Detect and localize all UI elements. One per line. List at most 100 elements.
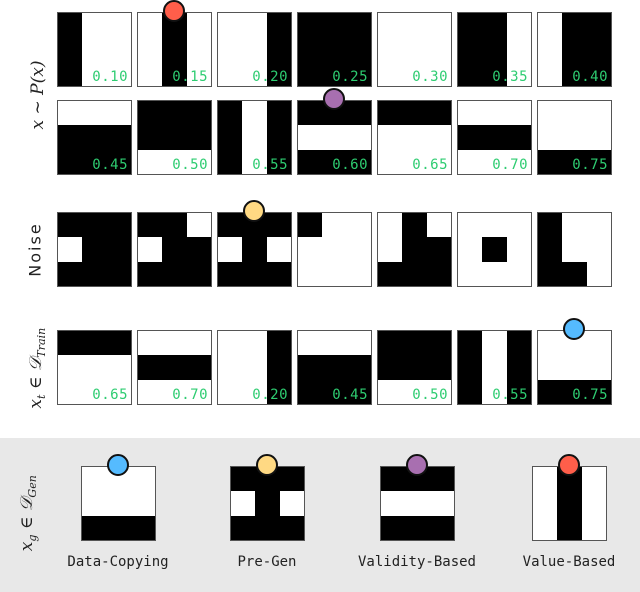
black-cell: [482, 237, 507, 262]
black-cell: [506, 331, 531, 356]
black-cell: [186, 261, 211, 286]
black-cell: [138, 125, 163, 150]
black-cell: [218, 125, 243, 150]
black-cell: [298, 213, 323, 238]
train-tile: 0.45: [297, 330, 372, 405]
value-label: 0.65: [92, 387, 128, 403]
value-label: 0.15: [172, 69, 208, 85]
black-cell: [586, 61, 611, 86]
black-cell: [266, 125, 291, 150]
distribution-tile: 0.50: [137, 100, 212, 175]
black-cell: [242, 261, 267, 286]
black-cell: [218, 261, 243, 286]
black-cell: [266, 213, 291, 238]
black-cell: [506, 125, 531, 150]
method-label: Pre-Gen: [237, 554, 297, 570]
black-cell: [298, 355, 323, 380]
distribution-tile: 0.75: [537, 100, 612, 175]
distribution-tile: 0.25: [297, 12, 372, 87]
black-cell: [346, 379, 371, 404]
generated-tile: [380, 466, 455, 541]
black-cell: [231, 467, 256, 492]
black-cell: [58, 331, 83, 356]
value-label: 0.30: [412, 69, 448, 85]
black-cell: [405, 515, 430, 540]
black-cell: [538, 213, 563, 238]
distribution-tile: 0.35: [457, 12, 532, 87]
black-cell: [506, 379, 531, 404]
black-cell: [82, 149, 107, 174]
value-label: 0.50: [412, 387, 448, 403]
method-label: Data-Copying: [67, 554, 169, 570]
black-cell: [402, 331, 427, 356]
black-cell: [322, 13, 347, 38]
generated-tile: [230, 466, 305, 541]
black-cell: [298, 101, 323, 126]
black-cell: [255, 515, 280, 540]
black-cell: [266, 101, 291, 126]
black-cell: [402, 213, 427, 238]
train-tile: 0.65: [57, 330, 132, 405]
black-cell: [106, 149, 131, 174]
black-cell: [130, 515, 155, 540]
black-cell: [538, 261, 563, 286]
distribution-tile: 0.10: [57, 12, 132, 87]
black-cell: [346, 149, 371, 174]
black-cell: [346, 61, 371, 86]
black-cell: [218, 101, 243, 126]
black-cell: [58, 213, 83, 238]
value-label: 0.75: [572, 157, 608, 173]
value-label: 0.20: [252, 387, 288, 403]
black-cell: [586, 379, 611, 404]
black-cell: [106, 331, 131, 356]
black-cell: [298, 149, 323, 174]
black-cell: [426, 237, 451, 262]
noise-tile: [137, 212, 212, 287]
black-cell: [58, 13, 83, 38]
value-label: 0.60: [332, 157, 368, 173]
row-label-gen: xg ∈ 𝒟Gen: [16, 475, 40, 552]
black-cell: [482, 125, 507, 150]
noise-tile: [537, 212, 612, 287]
black-cell: [458, 125, 483, 150]
black-cell: [58, 149, 83, 174]
black-cell: [266, 355, 291, 380]
black-cell: [266, 379, 291, 404]
black-cell: [162, 61, 187, 86]
distribution-tile: 0.65: [377, 100, 452, 175]
black-cell: [186, 355, 211, 380]
black-cell: [482, 61, 507, 86]
train-tile: 0.20: [217, 330, 292, 405]
distribution-tile: 0.70: [457, 100, 532, 175]
black-cell: [279, 467, 304, 492]
black-cell: [242, 237, 267, 262]
black-cell: [279, 515, 304, 540]
black-cell: [402, 237, 427, 262]
distribution-tile: 0.40: [537, 12, 612, 87]
yellow-marker-icon: [243, 200, 265, 222]
black-cell: [82, 261, 107, 286]
black-cell: [426, 101, 451, 126]
distribution-tile: 0.30: [377, 12, 452, 87]
train-tile: 0.55: [457, 330, 532, 405]
black-cell: [322, 355, 347, 380]
black-cell: [378, 101, 403, 126]
black-cell: [82, 331, 107, 356]
black-cell: [82, 125, 107, 150]
black-cell: [429, 467, 454, 492]
purple-marker-icon: [406, 454, 428, 476]
black-cell: [426, 355, 451, 380]
black-cell: [298, 61, 323, 86]
black-cell: [266, 61, 291, 86]
value-label: 0.75: [572, 387, 608, 403]
distribution-tile: 0.55: [217, 100, 292, 175]
black-cell: [562, 13, 587, 38]
black-cell: [266, 261, 291, 286]
black-cell: [58, 61, 83, 86]
generated-tile: [81, 466, 156, 541]
black-cell: [298, 379, 323, 404]
black-cell: [562, 379, 587, 404]
value-label: 0.45: [332, 387, 368, 403]
black-cell: [266, 13, 291, 38]
black-cell: [58, 125, 83, 150]
